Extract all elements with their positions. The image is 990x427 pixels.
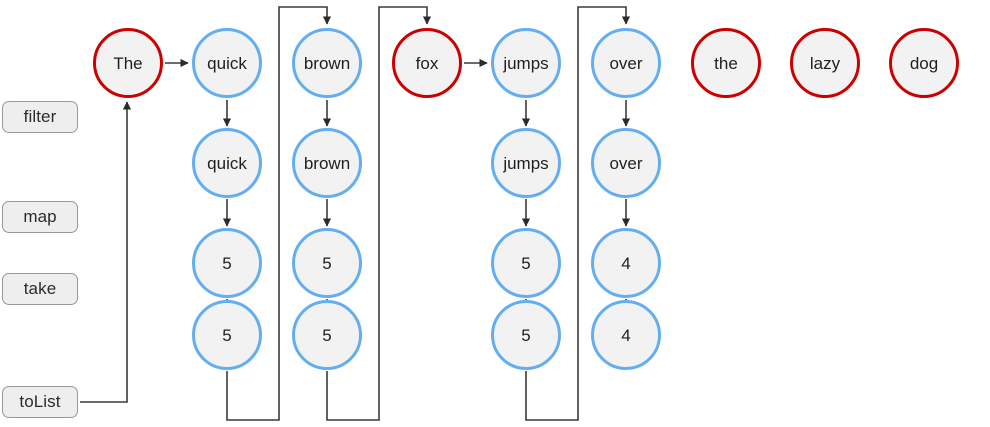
map-node-1[interactable]: 5 <box>192 228 262 298</box>
node-label: 5 <box>521 253 531 273</box>
operator-box-filter[interactable]: filter <box>2 101 78 133</box>
node-label: over <box>609 53 643 73</box>
operator-label: filter <box>23 107 57 126</box>
map-node-3[interactable]: 5 <box>491 228 561 298</box>
node-label: brown <box>303 53 351 73</box>
take-node-3[interactable]: 5 <box>491 300 561 370</box>
node-label: brown <box>303 153 351 173</box>
node-label: over <box>609 153 643 173</box>
source-node-jumps[interactable]: jumps <box>491 28 561 98</box>
filter-node-quick[interactable]: quick <box>192 128 262 198</box>
operator-label: take <box>23 279 57 298</box>
filter-node-over[interactable]: over <box>591 128 661 198</box>
source-node-the[interactable]: The <box>93 28 163 98</box>
node-label: jumps <box>503 153 549 173</box>
source-node-fox[interactable]: fox <box>392 28 462 98</box>
node-label: 4 <box>621 325 631 345</box>
node-label: 5 <box>222 253 232 273</box>
source-node-lazy[interactable]: lazy <box>790 28 860 98</box>
node-label: 4 <box>621 253 631 273</box>
node-label: 5 <box>521 325 531 345</box>
filter-node-jumps[interactable]: jumps <box>491 128 561 198</box>
source-node-over[interactable]: over <box>591 28 661 98</box>
node-label: 5 <box>222 325 232 345</box>
filter-node-brown[interactable]: brown <box>292 128 362 198</box>
node-label: quick <box>207 53 247 73</box>
node-label: 5 <box>322 325 332 345</box>
map-node-2[interactable]: 5 <box>292 228 362 298</box>
take-node-4[interactable]: 4 <box>591 300 661 370</box>
node-label: jumps <box>503 53 549 73</box>
take-node-1[interactable]: 5 <box>192 300 262 370</box>
node-label: the <box>714 53 738 73</box>
operator-label: map <box>23 207 57 226</box>
node-label: 5 <box>322 253 332 273</box>
map-node-4[interactable]: 4 <box>591 228 661 298</box>
operator-box-tolist[interactable]: toList <box>2 386 78 418</box>
take-node-2[interactable]: 5 <box>292 300 362 370</box>
node-label: The <box>113 53 143 73</box>
source-node-the-2[interactable]: the <box>691 28 761 98</box>
node-label: dog <box>909 53 939 73</box>
node-label: quick <box>207 153 247 173</box>
operator-label: toList <box>19 392 61 411</box>
source-node-dog[interactable]: dog <box>889 28 959 98</box>
source-node-brown[interactable]: brown <box>292 28 362 98</box>
operator-box-take[interactable]: take <box>2 273 78 305</box>
node-label: lazy <box>809 53 841 73</box>
operator-box-map[interactable]: map <box>2 201 78 233</box>
node-label: fox <box>415 53 439 73</box>
source-node-quick[interactable]: quick <box>192 28 262 98</box>
